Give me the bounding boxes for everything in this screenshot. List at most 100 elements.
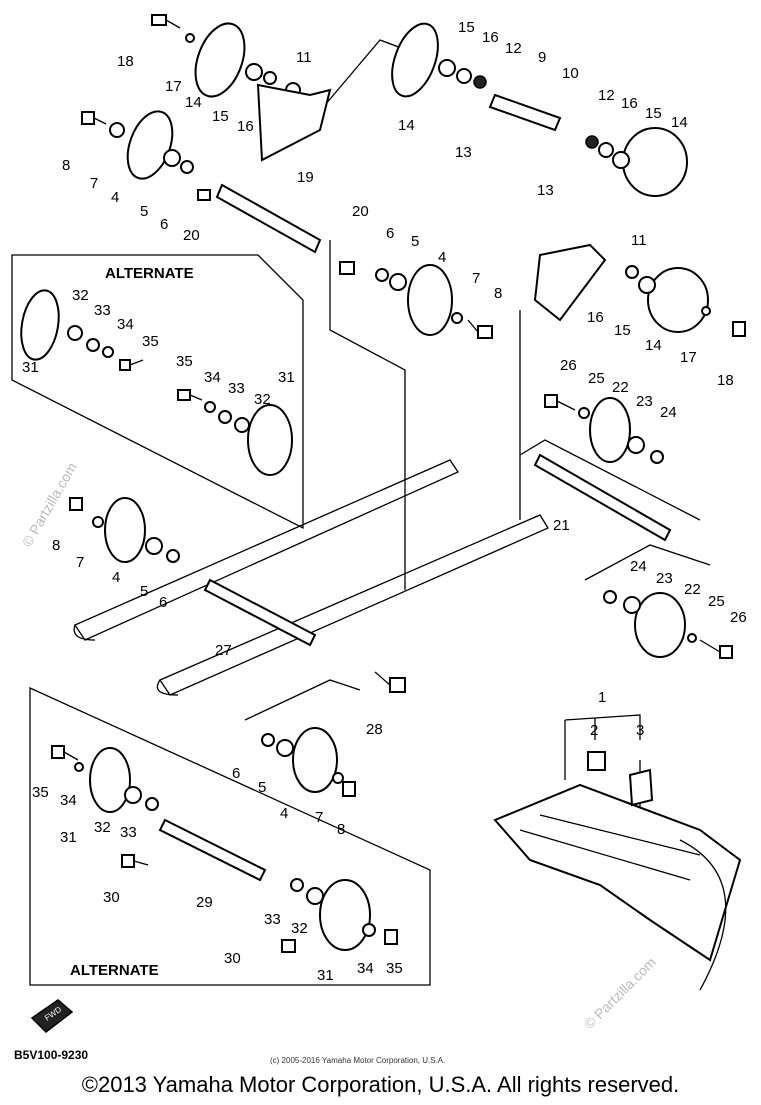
callout-label: 33 — [120, 824, 137, 841]
callout-label: 16 — [237, 118, 254, 135]
callout-label: 15 — [212, 108, 229, 125]
callout-label: 8 — [62, 157, 70, 174]
callout-label: 8 — [494, 285, 502, 302]
callout-label: 19 — [297, 169, 314, 186]
callout-label: 33 — [264, 911, 281, 928]
callout-label: 22 — [684, 581, 701, 598]
callout-label: 12 — [598, 87, 615, 104]
bearing-parts — [67, 33, 711, 937]
callout-label: 35 — [142, 333, 159, 350]
track-assembly — [493, 751, 742, 991]
callout-label: 31 — [60, 829, 77, 846]
callout-label: 11 — [631, 232, 647, 249]
callout-label: 21 — [553, 517, 570, 534]
callout-label: 6 — [232, 765, 240, 782]
callout-label: 32 — [254, 391, 271, 408]
callout-labels: 18 17 14 15 16 11 14 15 16 12 9 10 13 13… — [22, 19, 747, 984]
callout-label: 18 — [717, 372, 734, 389]
copyright-notice: ©2013 Yamaha Motor Corporation, U.S.A. A… — [81, 1072, 680, 1097]
callout-label: 17 — [165, 78, 182, 95]
callout-label: 34 — [357, 960, 374, 977]
callout-label: 25 — [708, 593, 725, 610]
callout-label: 14 — [398, 117, 415, 134]
callout-label: 30 — [224, 950, 241, 967]
callout-label: 8 — [337, 821, 345, 838]
callout-label: 14 — [645, 337, 662, 354]
callout-label: 5 — [140, 583, 148, 600]
callout-label: 28 — [366, 721, 383, 738]
callout-label: 18 — [117, 53, 134, 70]
small-copyright: (c) 2005-2016 Yamaha Motor Corporation, … — [270, 1056, 446, 1065]
callout-label: 25 — [588, 370, 605, 387]
callout-label: 7 — [472, 270, 480, 287]
callout-label: 17 — [680, 349, 697, 366]
callout-label: 20 — [352, 203, 369, 220]
callout-label: 12 — [505, 40, 522, 57]
callout-label: 29 — [196, 894, 213, 911]
callout-label: 34 — [117, 316, 134, 333]
callout-label: 7 — [315, 809, 323, 826]
callout-label: 3 — [636, 722, 644, 739]
callout-label: 10 — [562, 65, 579, 82]
shaft-parts — [158, 83, 672, 882]
alternate-heading-bottom: ALTERNATE — [70, 962, 159, 979]
callout-label: 24 — [630, 558, 647, 575]
callout-label: 16 — [587, 309, 604, 326]
callout-label: 31 — [278, 369, 295, 386]
callout-label: 9 — [538, 49, 546, 66]
callout-label: 7 — [90, 175, 98, 192]
callout-label: 1 — [598, 689, 606, 706]
callout-label: 26 — [730, 609, 747, 626]
callout-label: 4 — [112, 569, 120, 586]
wheel-parts — [20, 22, 709, 951]
callout-label: 35 — [32, 784, 49, 801]
callout-label: 15 — [645, 105, 662, 122]
callout-label: 24 — [660, 404, 677, 421]
callout-label: 32 — [94, 819, 111, 836]
callout-label: 14 — [671, 114, 688, 131]
callout-label: 35 — [386, 960, 403, 977]
callout-label: 16 — [621, 95, 638, 112]
callout-label: 11 — [296, 49, 312, 66]
callout-label: 33 — [94, 302, 111, 319]
alternate-box-top — [11, 254, 304, 530]
callout-label: 2 — [590, 722, 598, 739]
bolt-parts — [51, 14, 746, 953]
callout-label: 13 — [537, 182, 554, 199]
callout-label: 34 — [204, 369, 221, 386]
callout-label: 6 — [159, 594, 167, 611]
callout-label: 5 — [411, 233, 419, 250]
callout-label: 35 — [176, 353, 193, 370]
callout-label: 22 — [612, 379, 629, 396]
callout-label: 6 — [386, 225, 394, 242]
callout-label: 31 — [22, 359, 39, 376]
callout-label: 15 — [458, 19, 475, 36]
alternate-box-bottom — [29, 686, 431, 986]
callout-label: 15 — [614, 322, 631, 339]
callout-label: 33 — [228, 380, 245, 397]
callout-label: 31 — [317, 967, 334, 984]
callout-label: 7 — [76, 554, 84, 571]
callout-label: 8 — [52, 537, 60, 554]
callout-label: 26 — [560, 357, 577, 374]
callout-label: 4 — [280, 805, 288, 822]
callout-label: 30 — [103, 889, 120, 906]
callout-label: 4 — [438, 249, 446, 266]
callout-label: 34 — [60, 792, 77, 809]
diagram-code: B5V100-9230 — [14, 1048, 89, 1062]
callout-label: 5 — [258, 779, 266, 796]
callout-label: 13 — [455, 144, 472, 161]
slide-rails — [73, 459, 549, 696]
callout-label: 23 — [636, 393, 653, 410]
alternate-heading-top: ALTERNATE — [105, 265, 194, 282]
callout-label: 20 — [183, 227, 200, 244]
watermark: © Partzilla.com — [581, 954, 659, 1032]
callout-label: 5 — [140, 203, 148, 220]
callout-label: 23 — [656, 570, 673, 587]
callout-label: 32 — [291, 920, 308, 937]
callout-label: 32 — [72, 287, 89, 304]
callout-label: 6 — [160, 216, 168, 233]
fwd-arrow-icon: FWD — [30, 999, 74, 1033]
callout-label: 27 — [215, 642, 232, 659]
